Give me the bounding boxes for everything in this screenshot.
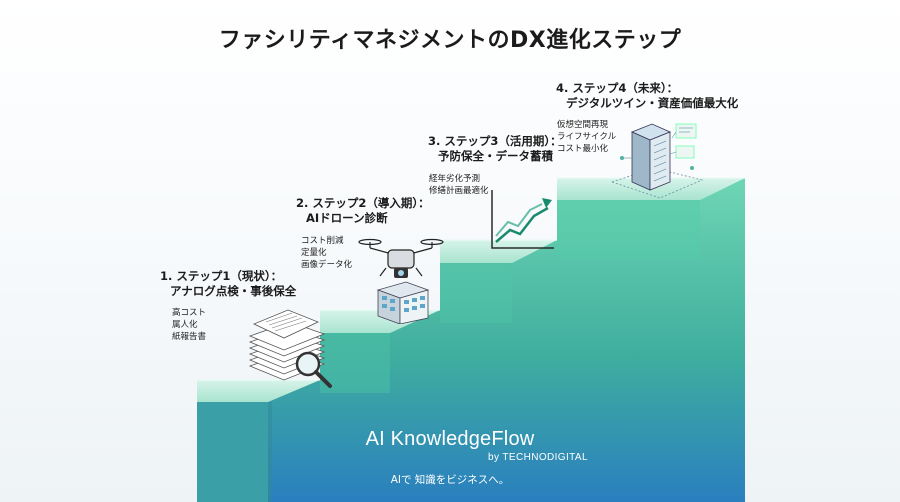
step3-title: 3. ステップ3（活用期）： [428,134,562,148]
step3-label: 3. ステップ3（活用期）： 予防保全・データ蓄積 [428,134,562,164]
brand-name: AI KnowledgeFlow [365,428,535,450]
step1-title: 1. ステップ1（現状）： [160,269,283,283]
step3-note: 修繕計画最適化 [429,186,489,196]
step1-label: 1. ステップ1（現状）： アナログ点検・事後保全 [160,269,296,299]
step2-note: 定量化 [301,248,327,258]
brand-byline: by TECHNODIGITAL [488,452,588,463]
step4-note: ライフサイクル [557,132,617,142]
step4-note: コスト最小化 [557,144,609,154]
digital-twin-building-icon [610,123,704,199]
step2-subtitle: AIドローン診断 [306,211,388,225]
step4-notes: 仮想空間再現 ライフサイクル コスト最小化 [557,119,616,155]
page-title: ファシリティマネジメントのDX進化ステップ [218,28,682,53]
step2-title: 2. ステップ2（導入期）： [296,196,430,210]
step4-note: 仮想空間再現 [557,120,609,130]
step1-notes: 高コスト 属人化 紙報告書 [172,307,206,343]
paper-stack-magnifier-icon [248,309,332,388]
step4-label: 4. ステップ4（未来）： デジタルツイン・資産価値最大化 [556,81,738,111]
step4-subtitle: デジタルツイン・資産価値最大化 [566,96,739,110]
step1-note: 紙報告書 [172,332,207,342]
step2-notes: コスト削減 定量化 画像データ化 [301,235,352,271]
step4-title: 4. ステップ4（未来）： [556,81,679,95]
step3-note: 経年劣化予測 [429,174,481,184]
step3-subtitle: 予防保全・データ蓄積 [438,149,553,163]
step3-notes: 経年劣化予測 修繕計画最適化 [429,173,489,197]
step1-note: 高コスト [172,308,207,318]
step2-note: コスト削減 [301,236,344,246]
staircase-front [197,402,268,502]
step3-tread [440,240,557,263]
step1-subtitle: アナログ点検・事後保全 [170,284,297,298]
step1-tread [197,380,320,402]
drone-building-icon [358,238,444,324]
brand-tagline: AIで 知識をビジネスへ。 [390,474,510,486]
step2-label: 2. ステップ2（導入期）： AIドローン診断 [296,196,430,226]
trend-chart-icon [491,190,554,249]
staircase-riser [268,178,745,502]
step1-note: 属人化 [172,320,198,330]
step2-note: 画像データ化 [301,260,353,270]
